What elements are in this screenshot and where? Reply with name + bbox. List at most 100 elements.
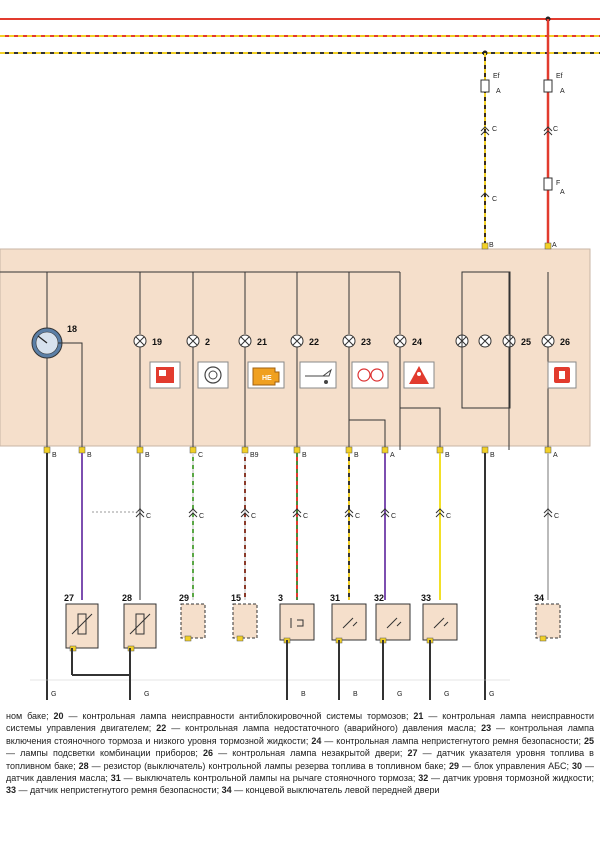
device-32: 32 — [374, 593, 411, 644]
connector-label: C — [492, 126, 497, 133]
lamp-25: 25 — [502, 272, 531, 450]
component-number: 29 — [179, 593, 189, 603]
device-28: 28 — [122, 593, 157, 652]
component-number: 23 — [361, 337, 371, 347]
legend-description: — контрольная лампа включения стояночног… — [6, 723, 594, 746]
legend-description: ном баке; — [6, 711, 54, 721]
lamp-group-25-frame — [461, 271, 511, 409]
legend-number: 29 — [448, 760, 459, 771]
legend-number: 20 — [53, 711, 64, 721]
panel-top-label: B — [489, 242, 494, 249]
component-number: 28 — [122, 593, 132, 603]
legend-number: 27 — [407, 748, 418, 759]
device-33: 33 — [421, 593, 458, 644]
panel-top-label: A — [552, 242, 557, 249]
fuse-pin: A — [496, 88, 501, 95]
check-engine-text: HE — [262, 375, 272, 382]
connector-label: C — [199, 513, 204, 520]
connector-chevron — [480, 126, 553, 198]
seatbelt-warning-icon — [403, 361, 435, 389]
lamp-21: 21 — [238, 272, 267, 450]
legend-description: — контрольная лампа неисправности антибл… — [63, 711, 414, 721]
connector-label: C — [303, 513, 308, 520]
brake-pad-icon — [197, 361, 229, 389]
legend-description: — датчик давления масла; — [6, 760, 594, 784]
fuse-ef-2: Ef A — [543, 73, 565, 95]
legend-description: — блок управления АБС; — [458, 760, 572, 771]
connector-label: C — [355, 513, 360, 520]
fuse-pin: A — [560, 189, 565, 196]
device-15: 15 — [231, 593, 258, 642]
pin-terminal — [481, 446, 489, 454]
component-number: 2 — [205, 337, 210, 347]
legend-number: 28 — [78, 760, 89, 771]
device-27: 27 — [64, 593, 99, 652]
component-number: 18 — [67, 324, 77, 334]
component-number: 27 — [64, 593, 74, 603]
fuse-name: Ef — [556, 73, 563, 80]
pin-label: B — [87, 452, 92, 459]
connector-chevron — [543, 508, 553, 518]
pin-label: B — [302, 452, 307, 459]
pin-label: A — [390, 452, 395, 459]
pin-terminal — [43, 446, 51, 454]
legend-number: 32 — [418, 773, 429, 784]
oil-pressure-icon — [299, 361, 337, 389]
connector-label: C — [251, 513, 256, 520]
component-number: 22 — [309, 337, 319, 347]
component-number: 34 — [534, 593, 544, 603]
pin-terminal — [241, 446, 249, 454]
pin-label: B — [445, 452, 450, 459]
fuse-name: F — [556, 180, 560, 187]
legend-description: — датчик уровня тормозной жидкости; — [428, 773, 595, 784]
wiring-diagram: Ef A Ef A F A C C C B A — [0, 16, 600, 700]
connector-label: C — [553, 126, 558, 133]
legend-description: — контрольная лампа непристегнутого ремн… — [321, 735, 584, 746]
component-number: 24 — [412, 337, 422, 347]
pin-label: B9 — [250, 452, 259, 459]
pin-terminal — [436, 446, 444, 454]
lamp-22: 22 — [290, 272, 319, 450]
legend-description: — концевой выключатель левой передней дв… — [231, 785, 440, 796]
legend-number: 22 — [156, 723, 167, 734]
component-number: 32 — [374, 593, 384, 603]
ground-label: B — [301, 691, 306, 698]
pin-terminal — [136, 446, 144, 454]
fuel-gauge: 18 — [31, 272, 83, 450]
legend-description: — датчик непристегнутого ремня безопасно… — [16, 785, 222, 796]
ground-label: B — [353, 691, 358, 698]
device-3: 3 — [278, 593, 315, 644]
device-29: 29 — [179, 593, 206, 642]
connector-label: C — [554, 513, 559, 520]
legend-text: ном баке; 20 — контрольная лампа неиспра… — [6, 710, 594, 797]
fuse-f: F A — [543, 177, 565, 196]
legend-number: 21 — [413, 711, 424, 721]
pin-terminal — [293, 446, 301, 454]
lamp-23-wire — [349, 419, 386, 450]
device-31: 31 — [330, 593, 367, 644]
pin-terminal — [189, 446, 197, 454]
ground-label: G — [489, 691, 494, 698]
ground-label: G — [51, 691, 56, 698]
legend-description: — датчик указателя уровня топлива в топл… — [6, 748, 594, 771]
lamp-24-wire — [399, 347, 441, 450]
pin-terminal — [381, 446, 389, 454]
legend-number: 31 — [110, 773, 121, 784]
device-34: 34 — [534, 593, 561, 642]
component-number: 21 — [257, 337, 267, 347]
legend-number: 34 — [221, 785, 232, 796]
fuel-warning-icon — [149, 361, 181, 389]
connector-chevron — [188, 508, 198, 518]
pin-label: B — [145, 452, 150, 459]
legend-description: — выключатель контрольной лампы на рычаг… — [120, 773, 419, 784]
connector-chevron — [380, 508, 390, 518]
connector-label: C — [446, 513, 451, 520]
legend-description: — контрольная лампа незакрытой двери; — [213, 748, 408, 759]
connector-chevron — [435, 508, 445, 518]
legend-description: — лампы подсветки комбинации приборов; — [6, 748, 204, 759]
pin-terminal — [345, 446, 353, 454]
check-engine-icon: HE — [247, 361, 285, 389]
lamp-25-extra — [478, 334, 492, 348]
component-number: 25 — [521, 337, 531, 347]
ground-label: G — [397, 691, 402, 698]
